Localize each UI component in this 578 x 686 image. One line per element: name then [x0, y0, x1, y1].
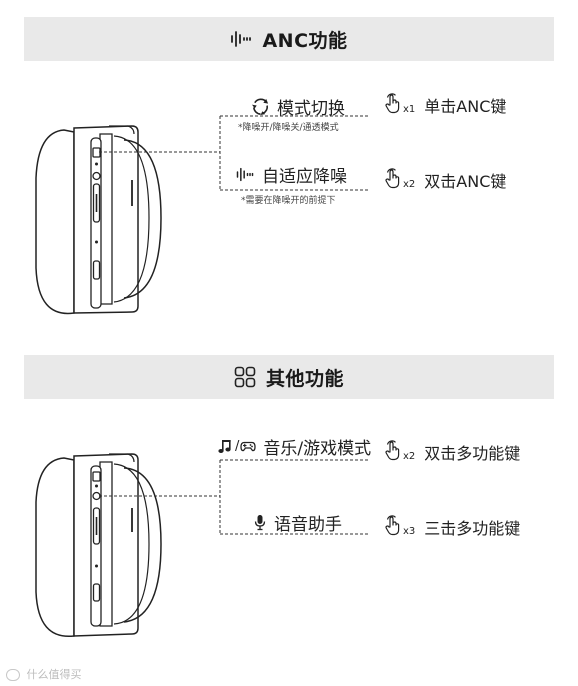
anc-section-header: ANC功能	[24, 17, 554, 61]
grid-icon	[234, 366, 256, 388]
cycle-icon	[251, 97, 270, 116]
other-section-title: 其他功能	[265, 367, 344, 390]
other-section-header: 其他功能	[24, 355, 554, 399]
hand-tap-icon	[384, 514, 402, 540]
watermark-logo-icon	[6, 669, 20, 681]
music-note-icon	[218, 439, 232, 454]
microphone-icon	[253, 514, 267, 531]
voice-assistant-label: 语音助手	[253, 510, 342, 535]
mode-switch-label: 模式切换	[251, 94, 345, 119]
music-game-mode-label: / 音乐/游戏模式	[218, 434, 371, 459]
anc-waveform-icon	[235, 167, 255, 182]
anc-section-title: ANC功能	[262, 29, 348, 52]
gamepad-icon	[240, 441, 257, 452]
adaptive-anc-note: *需要在降噪开的前提下	[241, 196, 336, 206]
watermark: 什么值得买	[6, 666, 82, 682]
hand-tap-icon	[384, 439, 402, 465]
anc-waveform-icon	[230, 30, 252, 48]
music-game-mode-action: x2 双击多功能键	[384, 439, 520, 465]
adaptive-anc-label: 自适应降噪	[235, 162, 347, 187]
headphone-earcup-illustration	[35, 453, 162, 637]
adaptive-anc-action: x2 双击ANC键	[384, 167, 506, 193]
mode-switch-note: *降噪开/降噪关/通透模式	[238, 123, 339, 133]
voice-assistant-action: x3 三击多功能键	[384, 514, 520, 540]
mode-switch-action: x1 单击ANC键	[384, 92, 506, 118]
hand-tap-icon	[384, 92, 402, 118]
hand-tap-icon	[384, 167, 402, 193]
headphone-earcup-illustration	[35, 125, 162, 315]
